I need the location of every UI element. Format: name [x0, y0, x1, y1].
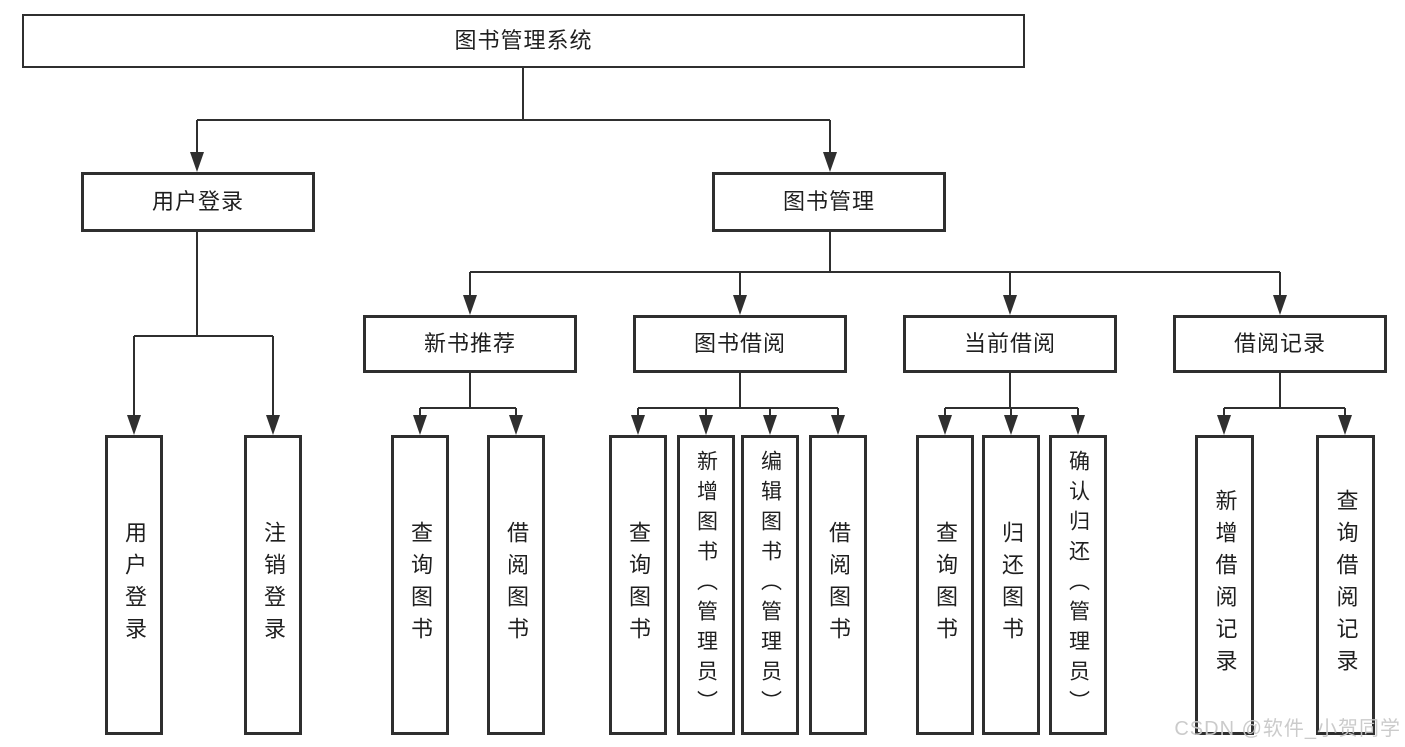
arrowhead [831, 415, 845, 435]
arrowhead [763, 415, 777, 435]
arrowhead [1217, 415, 1231, 435]
arrowhead [631, 415, 645, 435]
arrowhead [1338, 415, 1352, 435]
arrowhead [509, 415, 523, 435]
node-edit-book-admin: 编辑图书（管理员） [741, 435, 799, 735]
node-query-books-borrowing: 查询图书 [609, 435, 667, 735]
node-confirm-return-admin: 确认归还（管理员） [1049, 435, 1107, 735]
node-book-borrowing: 图书借阅 [633, 315, 847, 373]
arrowhead [1004, 415, 1018, 435]
arrowhead [1273, 295, 1287, 315]
arrowhead [1003, 295, 1017, 315]
arrowhead [1071, 415, 1085, 435]
node-borrow-books-recommend: 借阅图书 [487, 435, 545, 735]
edge-user-login-children [133, 230, 274, 417]
node-user-login: 用户登录 [81, 172, 315, 232]
edge-current-borrowing-children [944, 371, 1079, 417]
node-query-books-recommend: 查询图书 [391, 435, 449, 735]
node-query-books-current: 查询图书 [916, 435, 974, 735]
arrowhead [823, 152, 837, 172]
node-borrowing-records: 借阅记录 [1173, 315, 1387, 373]
csdn-watermark: CSDN @软件_小贺同学 [1174, 718, 1401, 740]
arrowhead [733, 295, 747, 315]
edge-new-book-children [419, 371, 517, 417]
arrowhead [266, 415, 280, 435]
node-new-book-recommendation: 新书推荐 [363, 315, 577, 373]
arrowhead [463, 295, 477, 315]
edge-book-management-children [469, 230, 1281, 297]
arrowhead [699, 415, 713, 435]
node-user-login-leaf: 用户登录 [105, 435, 163, 735]
node-add-book-admin: 新增图书（管理员） [677, 435, 735, 735]
arrowhead [127, 415, 141, 435]
arrowhead [413, 415, 427, 435]
node-library-management-system: 图书管理系统 [22, 14, 1025, 68]
node-book-management: 图书管理 [712, 172, 946, 232]
node-logout: 注销登录 [244, 435, 302, 735]
node-add-borrow-record: 新增借阅记录 [1195, 435, 1254, 735]
edge-book-borrowing-children [637, 371, 839, 417]
edge-borrowing-records-children [1223, 371, 1346, 417]
node-query-borrow-record: 查询借阅记录 [1316, 435, 1375, 735]
arrowhead [938, 415, 952, 435]
edge-root-to-level2 [196, 66, 831, 154]
node-current-borrowing: 当前借阅 [903, 315, 1117, 373]
node-return-books: 归还图书 [982, 435, 1040, 735]
arrowhead [190, 152, 204, 172]
node-borrow-books-leaf: 借阅图书 [809, 435, 867, 735]
